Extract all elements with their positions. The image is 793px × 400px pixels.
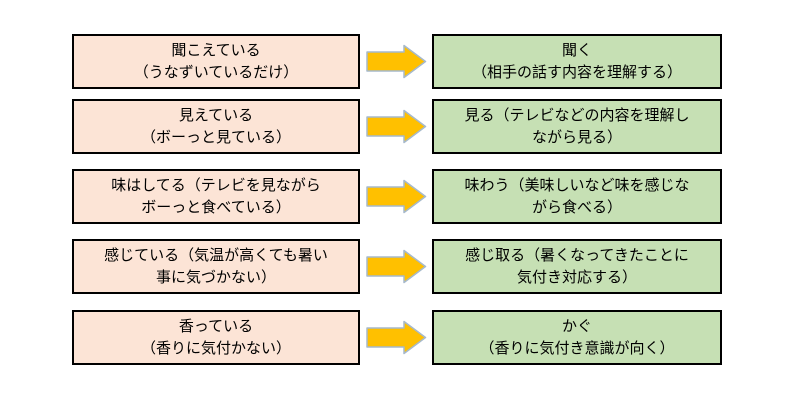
right-arrow-icon: [365, 44, 426, 79]
right-arrow-icon: [365, 249, 426, 284]
right-arrow-icon: [365, 109, 426, 144]
arrow-cell: [360, 239, 432, 294]
active-state-box: 味わう（美味しいなど味を感じな がら食べる）: [432, 169, 722, 224]
arrow-cell: [360, 169, 432, 224]
flow-row-smelling: 香っている （香りに気付かない） かぐ （香りに気付き意識が向く）: [72, 310, 722, 365]
passive-state-text: 聞こえている （うなずいているだけ）: [133, 41, 299, 81]
flow-row-hearing: 聞こえている （うなずいているだけ） 聞く （相手の話す内容を理解する）: [72, 34, 722, 89]
flow-row-feeling: 感じている（気温が高くても暑い 事に気づかない） 感じ取る（暑くなってきたことに…: [72, 239, 722, 294]
passive-state-box: 感じている（気温が高くても暑い 事に気づかない）: [72, 239, 360, 294]
active-state-text: 聞く （相手の話す内容を理解する）: [471, 41, 682, 81]
passive-state-text: 味はしてる（テレビを見ながら ボーっと食べている）: [111, 176, 321, 216]
active-state-text: 味わう（美味しいなど味を感じな がら食べる）: [464, 176, 690, 216]
arrow-cell: [360, 310, 432, 365]
passive-state-text: 香っている （香りに気付かない）: [140, 317, 291, 357]
passive-state-box: 香っている （香りに気付かない）: [72, 310, 360, 365]
passive-state-text: 感じている（気温が高くても暑い 事に気づかない）: [104, 246, 328, 286]
flow-row-seeing: 見えている （ボーっと見ている） 見る（テレビなどの内容を理解し ながら見る）: [72, 99, 722, 154]
arrow-cell: [360, 34, 432, 89]
right-arrow-icon: [365, 320, 426, 355]
passive-state-box: 味はしてる（テレビを見ながら ボーっと食べている）: [72, 169, 360, 224]
passive-state-text: 見えている （ボーっと見ている）: [140, 106, 291, 146]
flow-row-tasting: 味はしてる（テレビを見ながら ボーっと食べている） 味わう（美味しいなど味を感じ…: [72, 169, 722, 224]
active-state-text: 感じ取る（暑くなってきたことに 気付き対応する）: [465, 246, 689, 286]
active-state-text: 見る（テレビなどの内容を理解し ながら見る）: [464, 106, 690, 146]
active-state-box: 見る（テレビなどの内容を理解し ながら見る）: [432, 99, 722, 154]
passive-state-box: 聞こえている （うなずいているだけ）: [72, 34, 360, 89]
active-state-text: かぐ （香りに気付き意識が向く）: [479, 317, 675, 357]
active-state-box: かぐ （香りに気付き意識が向く）: [432, 310, 722, 365]
active-state-box: 聞く （相手の話す内容を理解する）: [432, 34, 722, 89]
arrow-cell: [360, 99, 432, 154]
right-arrow-icon: [365, 179, 426, 214]
active-state-box: 感じ取る（暑くなってきたことに 気付き対応する）: [432, 239, 722, 294]
passive-state-box: 見えている （ボーっと見ている）: [72, 99, 360, 154]
